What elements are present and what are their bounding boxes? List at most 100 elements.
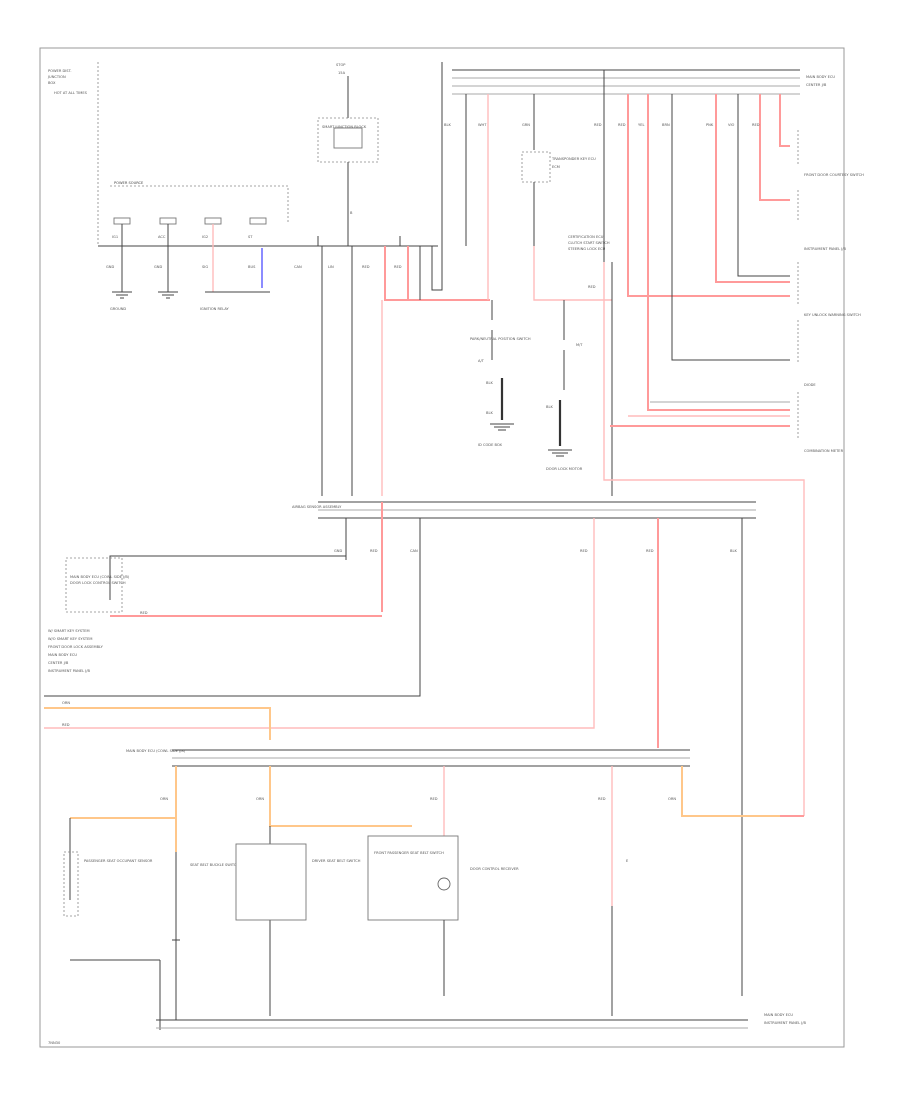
label-airbag-sensor: AIRBAG SENSOR ASSEMBLY <box>292 505 342 509</box>
figure-id: 7NN30 <box>48 1041 61 1045</box>
label-power-source: POWER SOURCE <box>114 181 144 185</box>
diagram-frame <box>39 47 845 1048</box>
indicator-lamp-icon <box>437 877 451 891</box>
label-instrument-panel-jb-3: INSTRUMENT PANEL J/B <box>764 1021 807 1025</box>
meter-box <box>65 557 123 613</box>
label-blk-3: BLK <box>486 411 493 415</box>
label-red-4: RED <box>618 123 626 127</box>
passenger-seat-sensor-box <box>63 851 79 917</box>
label-certification-ecu: CERTIFICATION ECU <box>568 235 604 239</box>
label-blk-4: BLK <box>546 405 553 409</box>
label-front-passenger-seat-belt: FRONT PASSENGER SEAT BELT SWITCH <box>374 851 444 855</box>
label-ig1: IG1 <box>112 235 118 239</box>
label-blk-1: BLK <box>444 123 451 127</box>
label-15a: 15A <box>338 71 346 75</box>
label-red-1: RED <box>362 265 370 269</box>
label-orn-3: ORN <box>256 797 264 801</box>
label-junction: JUNCTION <box>47 75 66 79</box>
label-red-10: RED <box>140 611 148 615</box>
connector-1 <box>113 217 131 225</box>
label-ig2: IG2 <box>202 235 208 239</box>
label-at: A/T <box>478 359 485 363</box>
label-grn-1: GRN <box>522 123 530 127</box>
label-b: B <box>350 211 353 215</box>
label-diode: DIODE <box>804 383 816 387</box>
label-front-door-courtesy: FRONT DOOR COURTESY SWITCH <box>804 173 864 177</box>
label-main-body-ecu-cowl: MAIN BODY ECU (COWL SIDE J/B) <box>126 749 186 753</box>
label-main-body-ecu-3: MAIN BODY ECU <box>48 653 77 657</box>
label-gnd: GND <box>106 265 114 269</box>
label-id-code-box: ID CODE BOX <box>478 443 502 447</box>
label-door-lock-motor: DOOR LOCK MOTOR <box>546 467 583 471</box>
label-can: CAN <box>294 265 302 269</box>
label-ecm: ECM <box>552 165 560 169</box>
label-door-lock-control: DOOR LOCK CONTROL SWITCH <box>70 581 126 585</box>
transponder-ecu-box <box>521 151 551 183</box>
label-main-body-ecu-2: MAIN BODY ECU (COWL SIDE J/B) <box>70 575 130 579</box>
label-red-13: RED <box>598 797 606 801</box>
label-passenger-seat-sensor: PASSENGER SEAT OCCUPANT SENSOR <box>84 859 153 863</box>
power-distribution-section: POWER DIST. JUNCTION BOX HOT AT ALL TIME… <box>47 62 438 311</box>
connector-3 <box>204 217 222 225</box>
label-wht-1: WHT <box>478 123 487 127</box>
label-park-neutral: PARK/NEUTRAL POSITION SWITCH <box>470 337 531 341</box>
label-ground-left: GROUND <box>110 307 126 311</box>
label-driver-seat-belt: DRIVER SEAT BELT SWITCH <box>312 859 361 863</box>
label-bus: BUS <box>248 265 256 269</box>
label-power-dist: POWER DIST. <box>48 69 72 73</box>
label-red-3: RED <box>594 123 602 127</box>
label-st: ST <box>248 235 253 239</box>
label-instrument-panel-jb: INSTRUMENT PANEL J/B <box>804 247 847 251</box>
label-red-6: RED <box>588 285 596 289</box>
ecu-section: MAIN BODY ECU CENTER J/B BLK WHT GRN RED… <box>444 69 864 816</box>
label-front-door-lock: FRONT DOOR LOCK ASSEMBLY <box>48 645 104 649</box>
label-combination-meter: COMBINATION METER <box>804 449 844 453</box>
label-red-8: RED <box>580 549 588 553</box>
label-vio-1: VIO <box>728 123 735 127</box>
label-door-control-receiver: DOOR CONTROL RECEIVER <box>470 867 519 871</box>
label-can-2: CAN <box>410 549 418 553</box>
label-blk-2: BLK <box>486 381 493 385</box>
label-red-7: RED <box>370 549 378 553</box>
label-orn-2: ORN <box>160 797 168 801</box>
label-mt: M/T <box>576 343 583 347</box>
connector-4 <box>249 217 267 225</box>
label-red-5: RED <box>752 123 760 127</box>
label-lin: LIN <box>328 265 334 269</box>
label-red-2: RED <box>394 265 402 269</box>
connector-2 <box>159 217 177 225</box>
label-stop: STOP <box>336 63 346 67</box>
label-orn-1: ORN <box>62 701 70 705</box>
label-main-body-ecu: MAIN BODY ECU <box>806 75 835 79</box>
label-orn-4: ORN <box>668 797 676 801</box>
driver-seat-belt-switch-box <box>235 843 307 921</box>
label-brn-1: BRN <box>662 123 670 127</box>
fuse-section: STOP 15A SMART JUNCTION BLOCK B CAN LIN … <box>294 62 490 496</box>
label-clutch-start-switch: CLUTCH START SWITCH <box>568 241 610 245</box>
label-sig: SIG <box>202 265 208 269</box>
label-gnd-2: GND <box>334 549 342 553</box>
label-main-body-ecu-4: MAIN BODY ECU <box>764 1013 793 1017</box>
label-box: BOX <box>48 81 56 85</box>
label-w-o-smart-key: W/O SMART KEY SYSTEM <box>48 637 92 641</box>
label-gnd-b: GND <box>154 265 162 269</box>
label-ignition-relay: IGNITION RELAY <box>200 307 230 311</box>
label-pnk-1: PNK <box>706 123 714 127</box>
label-acc: ACC <box>158 235 166 239</box>
label-e: E <box>626 859 629 863</box>
label-red-9: RED <box>646 549 654 553</box>
label-yel-1: YEL <box>638 123 644 127</box>
label-center-jb: CENTER J/B <box>806 83 827 87</box>
label-center-jb-2: CENTER J/B <box>48 661 69 665</box>
main-body-ecu-section: MAIN BODY ECU (COWL SIDE J/B) ORN ORN RE… <box>48 749 807 1045</box>
airbag-sensor-section: AIRBAG SENSOR ASSEMBLY GND RED CAN RED R… <box>44 501 756 996</box>
label-red-12: RED <box>430 797 438 801</box>
label-smart-jb: SMART JUNCTION BLOCK <box>322 125 367 129</box>
label-red-11: RED <box>62 723 70 727</box>
fuse-element <box>333 127 363 149</box>
label-blk-5: BLK <box>730 549 737 553</box>
label-transponder-ecu: TRANSPONDER KEY ECU <box>551 157 596 161</box>
label-hot-at-all-times: HOT AT ALL TIMES <box>54 91 88 95</box>
label-w-smart-key: W/ SMART KEY SYSTEM <box>48 629 90 633</box>
